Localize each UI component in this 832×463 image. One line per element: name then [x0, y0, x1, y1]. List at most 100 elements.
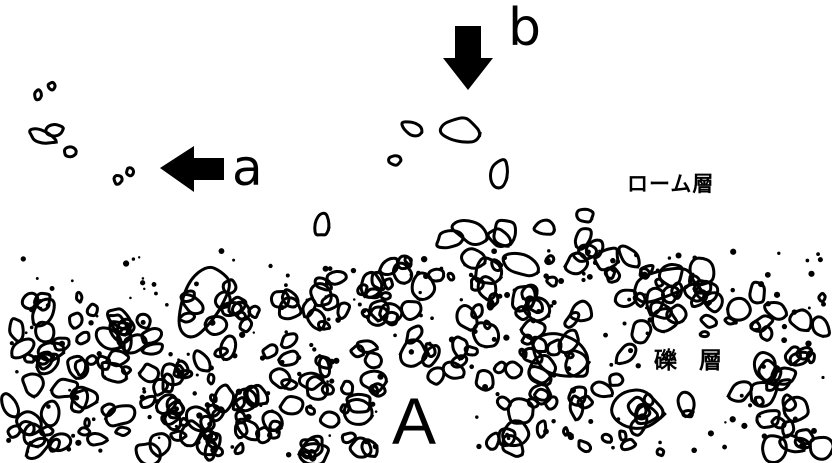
- gravel-dot: [253, 331, 255, 333]
- label-a: a: [232, 143, 263, 193]
- gravel-dot: [308, 404, 313, 409]
- gravel-dot: [463, 263, 466, 266]
- gravel-dot: [279, 305, 284, 310]
- gravel-dot: [765, 272, 771, 278]
- gravel-stone: [465, 347, 477, 355]
- gravel-dot: [646, 332, 650, 336]
- gravel-dot: [816, 252, 820, 256]
- gravel-dot: [51, 341, 54, 344]
- gravel-dot: [734, 320, 738, 324]
- gravel-dot: [29, 307, 35, 313]
- gravel-dot: [49, 357, 54, 362]
- gravel-stone: [182, 295, 203, 314]
- gravel-dot: [209, 365, 214, 370]
- gravel-dot: [497, 294, 502, 299]
- gravel-dot: [52, 355, 55, 358]
- gravel-dot: [318, 354, 321, 357]
- gravel-dot: [410, 273, 413, 276]
- gravel-dot: [123, 260, 129, 266]
- gravel-dot: [627, 298, 631, 302]
- gravel-stone: [656, 279, 663, 286]
- gravel-dot: [502, 255, 507, 260]
- gravel-dot: [699, 288, 702, 291]
- gravel-dot: [286, 274, 290, 278]
- gravel-dot: [132, 257, 135, 260]
- gravel-dot: [328, 266, 333, 271]
- gravel-dot: [440, 267, 444, 271]
- gravel-dot: [268, 264, 272, 268]
- gravel-dot: [230, 445, 234, 449]
- gravel-stone: [77, 332, 89, 344]
- gravel-dot: [38, 299, 42, 303]
- gravel-dot: [152, 282, 157, 287]
- gravel-stone: [303, 299, 316, 318]
- gravel-dot: [492, 337, 497, 342]
- gravel-dot: [175, 425, 178, 428]
- gravel-dot: [603, 333, 608, 338]
- gravel-dot: [730, 416, 736, 422]
- gravel-dot: [419, 314, 423, 318]
- gravel-dot: [240, 300, 243, 303]
- gravel-stone: [281, 334, 297, 348]
- gravel-dot: [472, 275, 477, 280]
- gravel-stone: [486, 433, 498, 449]
- gravel-dot: [547, 249, 551, 253]
- gravel-stone: [235, 423, 247, 439]
- gravel-dot: [808, 271, 814, 277]
- gravel-stone: [616, 344, 636, 364]
- gravel-dot: [196, 373, 199, 376]
- gravel-dot: [774, 292, 780, 298]
- gravel-stone: [139, 364, 159, 382]
- gravel-dot: [623, 321, 627, 325]
- gravel-dot: [808, 307, 811, 310]
- gravel-dot: [642, 272, 648, 278]
- gravel-dot: [421, 256, 427, 262]
- gravel-dot: [10, 341, 14, 345]
- gravel-dot: [609, 363, 613, 367]
- gravel-dot: [21, 256, 26, 261]
- gravel-dot: [476, 444, 481, 449]
- gravel-dot: [143, 288, 145, 290]
- gravel-stone: [88, 433, 109, 444]
- gravel-dot: [567, 432, 573, 438]
- gravel-dot: [88, 320, 93, 325]
- gravel-stone: [8, 426, 20, 437]
- gravel-stone: [87, 356, 97, 365]
- gravel-dot: [96, 315, 99, 318]
- gravel-stone: [819, 293, 825, 301]
- gravel-stone: [812, 317, 829, 337]
- gravel-dot: [821, 376, 824, 379]
- gravel-stone: [171, 431, 187, 440]
- gravel-dot: [460, 298, 463, 301]
- gravel-dot: [286, 452, 291, 457]
- gravel-dot: [155, 399, 160, 404]
- gravel-dot: [634, 253, 639, 258]
- label-A: A: [392, 388, 436, 454]
- gravel-dot: [482, 384, 488, 390]
- gravel-dot: [430, 316, 434, 320]
- gravel-dot: [362, 309, 367, 314]
- gravel-stone: [114, 175, 122, 184]
- gravel-stone: [381, 293, 391, 300]
- gravel-stone: [51, 379, 78, 397]
- gravel-stone: [534, 220, 554, 234]
- gravel-dot: [140, 280, 145, 285]
- gravel-dot: [187, 353, 190, 356]
- gravel-dot: [491, 248, 497, 254]
- gravel-dot: [759, 415, 761, 417]
- gravel-dot: [648, 317, 653, 322]
- gravel-stone: [23, 374, 44, 397]
- gravel-dot: [806, 259, 810, 263]
- gravel-dot: [587, 274, 593, 280]
- gravel-dot: [239, 332, 245, 338]
- gravel-dot: [543, 429, 549, 435]
- gravel-dot: [781, 337, 787, 343]
- gravel-stone: [566, 351, 588, 377]
- gravel-dot: [97, 351, 102, 356]
- gravel-dot: [327, 317, 331, 321]
- gravel-dot: [147, 415, 151, 419]
- gravel-dot: [306, 299, 309, 302]
- gravel-dot: [284, 283, 288, 287]
- gravel-dot: [423, 273, 429, 279]
- gravel-stone: [10, 319, 24, 343]
